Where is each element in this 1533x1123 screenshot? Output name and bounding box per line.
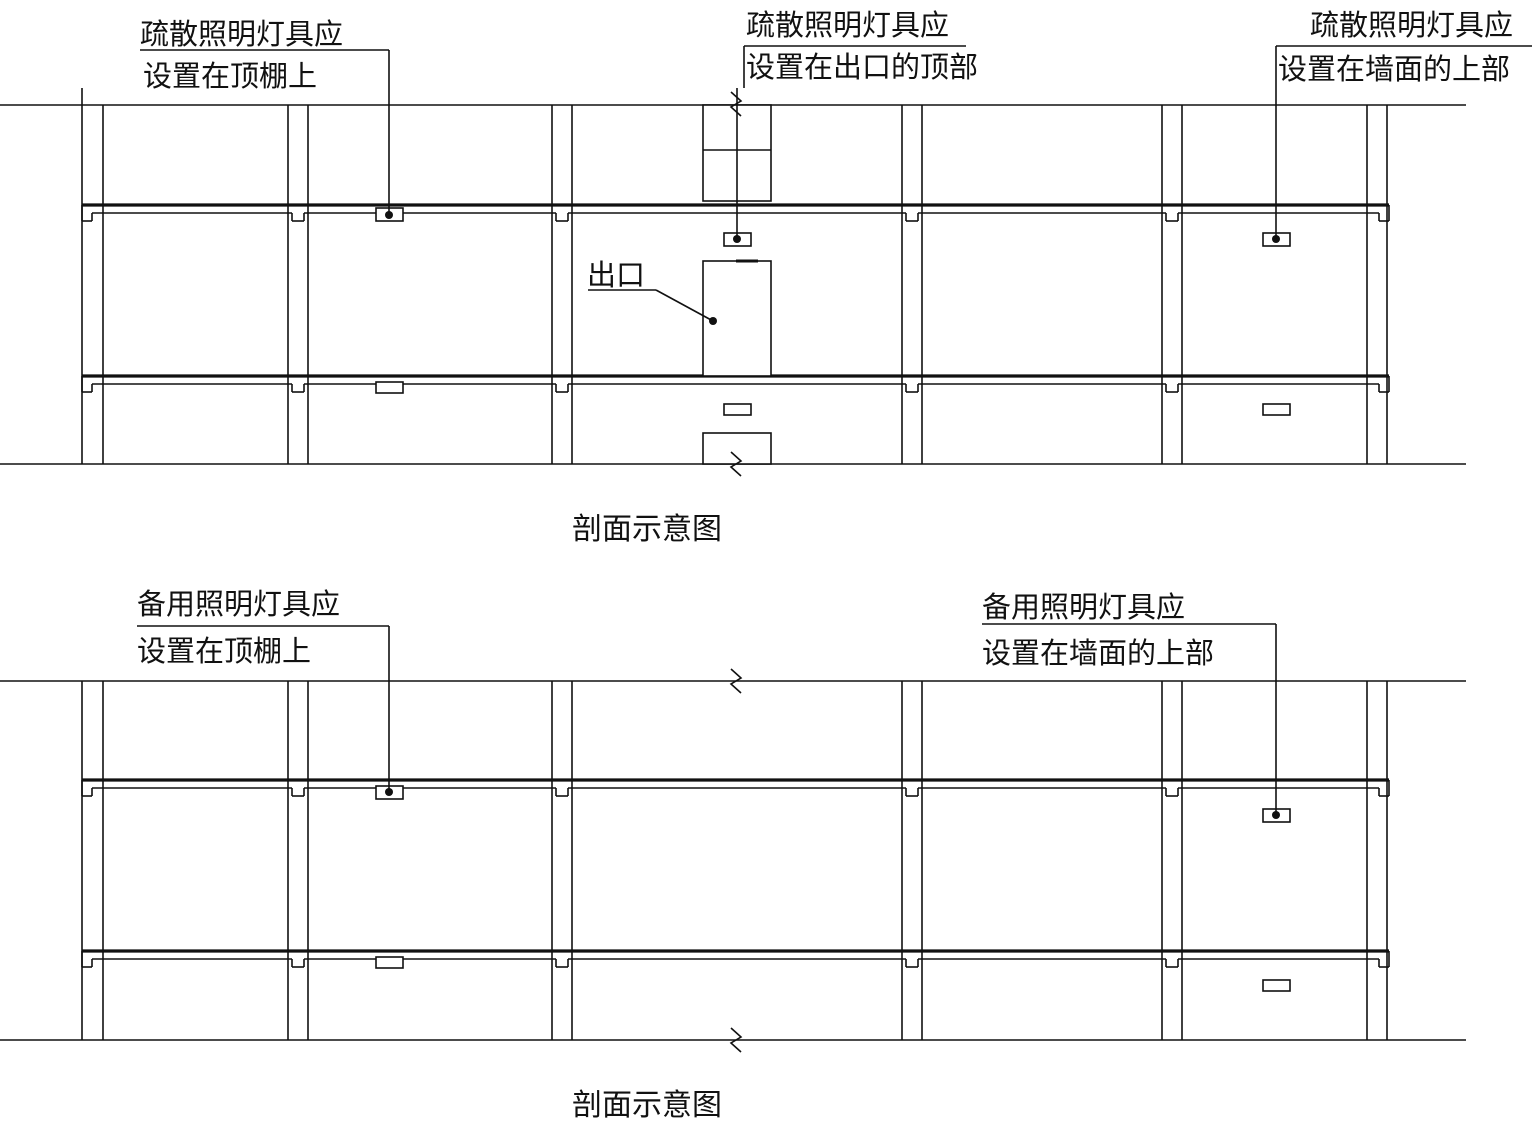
bottom-break-mark-lower	[729, 1027, 743, 1053]
lower-wall-fixture-top	[1262, 403, 1291, 416]
lower-ceiling-fixture-bottom	[375, 956, 404, 969]
lower-ceiling-fixture-top	[375, 381, 404, 394]
top-mid-callout-line2: 设置在出口的顶部	[746, 50, 979, 84]
bottom-left-callout-line2: 设置在顶棚上	[137, 634, 312, 668]
lower-exit-fixture-top	[723, 403, 752, 416]
lower-door-frame	[702, 432, 772, 465]
exit-label: 出口	[587, 258, 646, 292]
bottom-left-callout-line1: 备用照明灯具应	[137, 587, 341, 621]
top-left-callout-line1: 疏散照明灯具应	[140, 17, 344, 51]
top-right-callout-line1: 疏散照明灯具应	[1310, 8, 1514, 42]
bottom-right-callout-line1: 备用照明灯具应	[982, 590, 1186, 624]
bottom-right-callout-line2: 设置在墙面的上部	[982, 636, 1215, 670]
top-caption: 剖面示意图	[572, 512, 722, 547]
top-mid-callout-line1: 疏散照明灯具应	[746, 8, 950, 42]
top-break-mark-upper	[729, 91, 743, 117]
top-left-callout-line2: 设置在顶棚上	[143, 59, 318, 93]
exit-leader	[655, 289, 714, 322]
lower-wall-fixture-bottom	[1262, 979, 1291, 992]
bottom-break-mark-upper	[729, 668, 743, 694]
bottom-caption: 剖面示意图	[572, 1088, 722, 1123]
top-break-mark-lower	[729, 451, 743, 477]
top-right-callout-line2: 设置在墙面的上部	[1278, 52, 1511, 86]
